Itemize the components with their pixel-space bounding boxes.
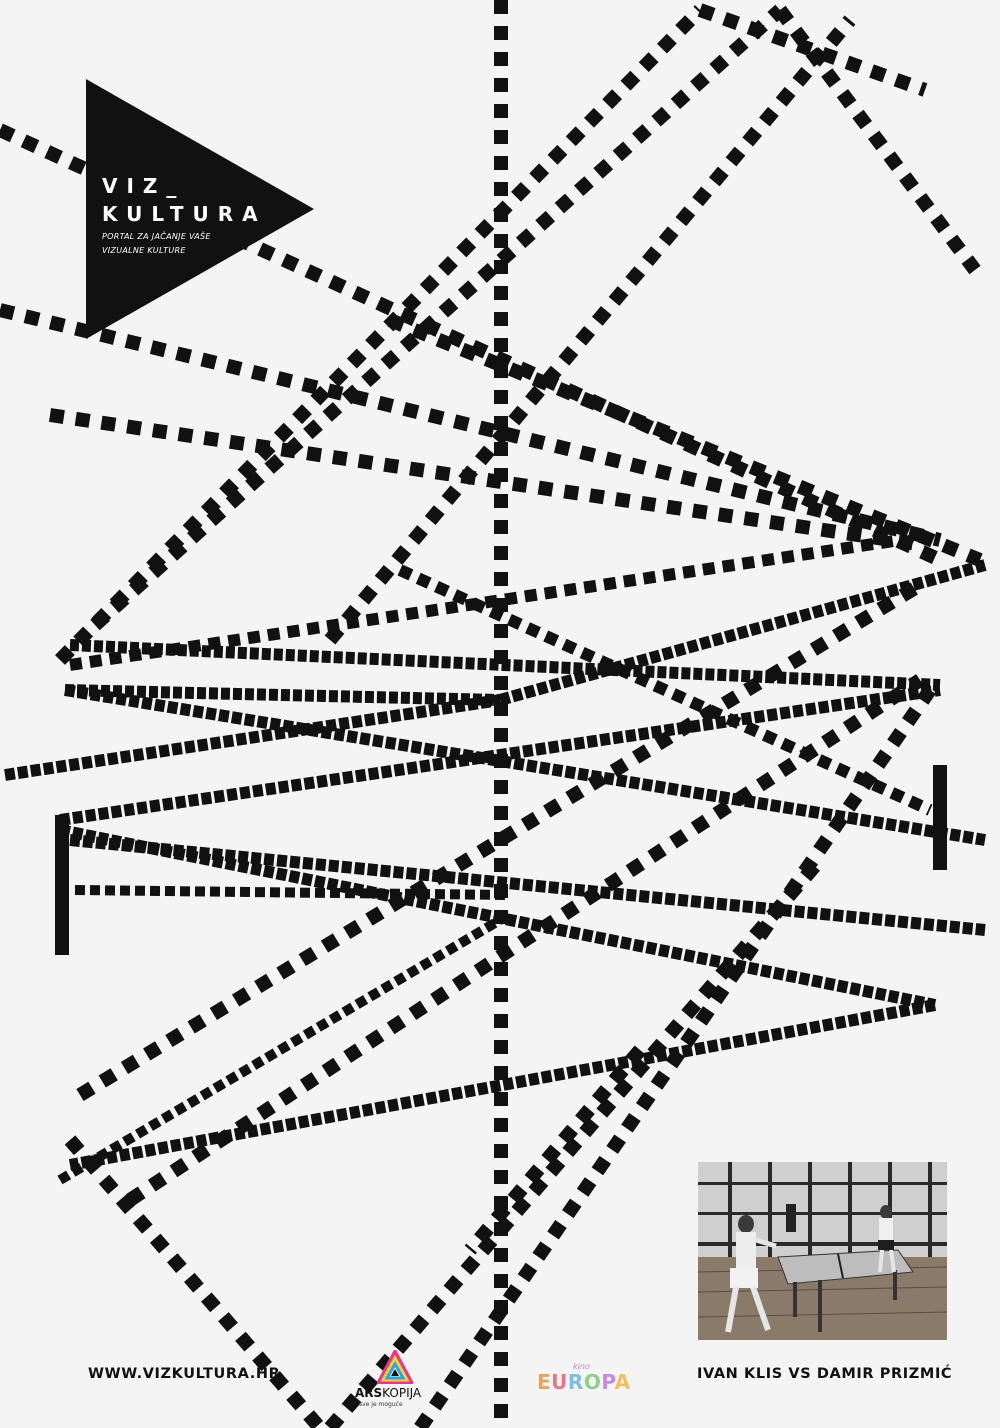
kino-europa-letter: U	[551, 1370, 568, 1394]
kino-europa-letter: E	[537, 1370, 552, 1394]
arskopija-triangle-icon	[377, 1350, 413, 1384]
kino-europa-letter: O	[583, 1370, 602, 1394]
logo-line-1: VIZ_	[102, 174, 186, 198]
arskopija-slogan: sve je moguće	[359, 1401, 403, 1408]
arskopija-wordmark: ARSKOPIJA	[355, 1386, 421, 1400]
kino-europa-letter: R	[567, 1370, 584, 1394]
kino-europa-name: EUROPA	[537, 1370, 631, 1394]
vizkultura-logo: VIZ_ KULTURA PORTAL ZA JAČANJE VAŠE VIZU…	[102, 172, 267, 256]
arskopija-bold: ARS	[355, 1386, 383, 1400]
logo-line-2: KULTURA	[102, 202, 267, 226]
kino-europa-letter: A	[614, 1370, 631, 1394]
logo-tagline-1: PORTAL ZA JAČANJE VAŠE	[102, 232, 211, 241]
logo-triangle	[86, 79, 314, 339]
trajectory-lines	[0, 3, 987, 1428]
website-url[interactable]: WWW.VIZKULTURA.HR	[88, 1366, 281, 1382]
logo-tagline-2: VIZUALNE KULTURE	[102, 246, 186, 255]
kino-label: kino	[573, 1362, 590, 1371]
arskopija-light: KOPIJA	[382, 1386, 422, 1400]
kino-europa-letter: P	[601, 1370, 615, 1394]
table-tennis-photo	[698, 1162, 947, 1340]
match-title: IVAN KLIS VS DAMIR PRIZMIĆ	[697, 1366, 953, 1382]
